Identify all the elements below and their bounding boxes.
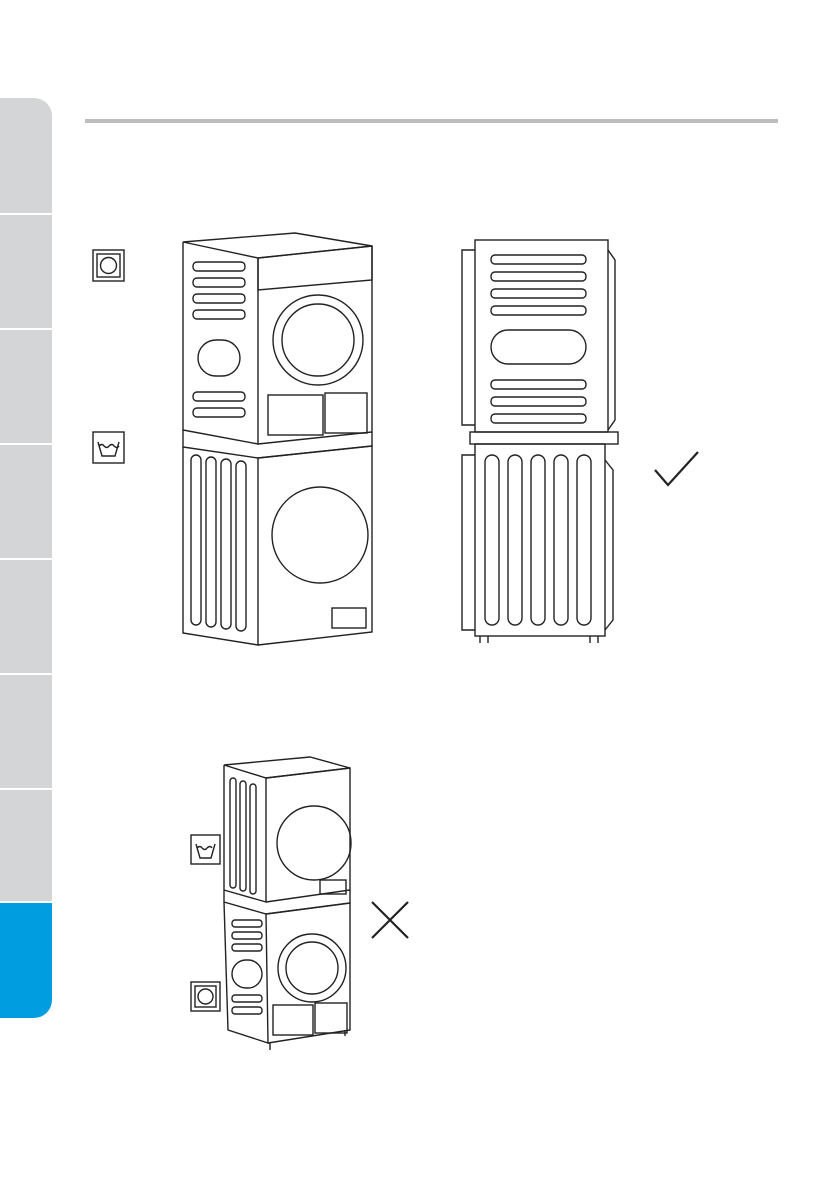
cross-icon [372,902,408,938]
side-ribs-lower [191,455,246,631]
incorrect-stack-front-view [224,757,351,1050]
tumble-dryer-icon [93,250,124,281]
correct-stack-front-view [183,233,372,645]
washing-machine-icon [191,835,220,864]
checkmark-icon [655,452,698,485]
washing-machine-icon [93,432,124,463]
tumble-dryer-icon [191,982,220,1011]
side-vent-slots-upper [193,262,245,417]
correct-stack-side-view [462,240,618,643]
